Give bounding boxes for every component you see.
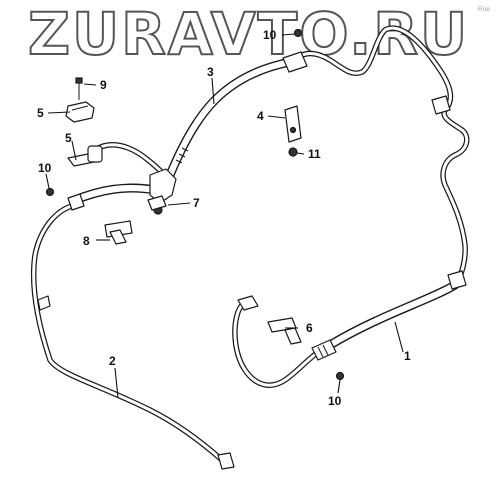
leader-lines [45, 33, 404, 399]
callout-2: 2 [109, 354, 116, 368]
callout-10b: 10 [38, 161, 52, 175]
clip-pipe-2 [37, 295, 51, 311]
junction-7 [147, 168, 177, 215]
clamp-5-upper [65, 101, 95, 123]
coupling-hose-1 [311, 339, 337, 361]
callout-11: 11 [308, 147, 321, 161]
clamp-upper-hose [282, 51, 308, 73]
callout-8: 8 [83, 234, 90, 248]
fitting-lower-right-end [237, 295, 259, 311]
callout-10c: 10 [328, 394, 342, 408]
fitting-center-left [87, 145, 103, 163]
corner-mark: Fine [477, 6, 490, 13]
bolt-10-bottom [335, 371, 345, 381]
callout-5b: 5 [65, 131, 72, 145]
pipe-2 [30, 202, 225, 463]
callout-4: 4 [257, 109, 264, 123]
callout-9: 9 [100, 78, 107, 92]
callout-6: 6 [306, 321, 313, 335]
callout-7: 7 [193, 196, 200, 210]
watermark-logo-text: ZURAVTO.RU [27, 0, 470, 68]
bracket-6 [267, 317, 302, 345]
fitting-right-lower [447, 270, 467, 290]
bolt-10-top [293, 28, 303, 38]
callout-1: 1 [404, 349, 411, 363]
bracket-8 [104, 220, 133, 245]
hose-1 [325, 280, 460, 350]
fitting-left [67, 193, 85, 211]
bolt-10-left [45, 187, 55, 197]
bolt-11 [288, 147, 298, 157]
hose-3 [163, 57, 295, 185]
screw-9 [75, 77, 83, 100]
callout-5a: 5 [37, 106, 44, 120]
callout-3: 3 [207, 65, 214, 79]
fitting-pipe-2-end [217, 452, 235, 470]
hose-lower-left [70, 183, 160, 205]
fitting-right-upper [431, 95, 451, 115]
callout-10a: 10 [263, 28, 277, 42]
bracket-4 [284, 105, 302, 143]
pipe-lower-right [232, 299, 333, 388]
